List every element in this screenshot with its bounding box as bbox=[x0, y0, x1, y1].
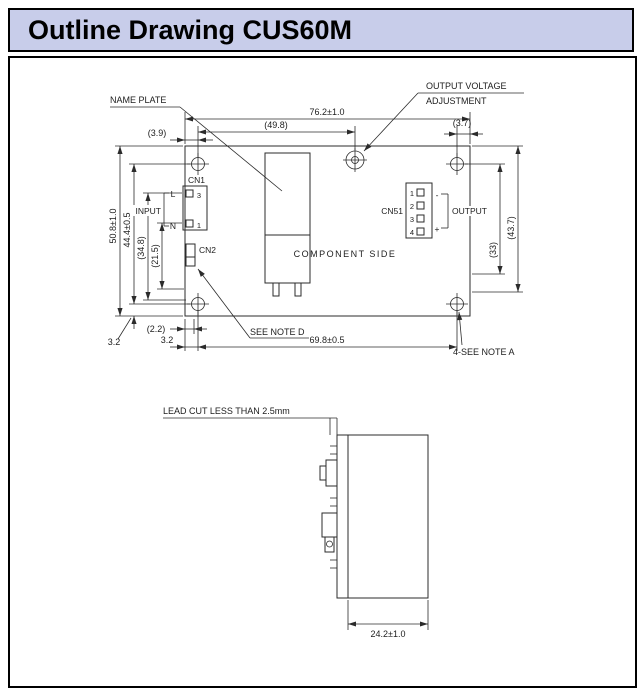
dim-hole-offset-vertical bbox=[117, 316, 137, 340]
dim-34-8-text: (34.8) bbox=[136, 236, 146, 260]
cn51-pin3-label: 3 bbox=[410, 215, 414, 224]
cn51-pin2-label: 2 bbox=[410, 202, 414, 211]
side-view: LEAD CUT LESS THAN 2.5mm 24.2±1.0 bbox=[163, 406, 429, 639]
dim-hole-offset-h-text: 3.2 bbox=[161, 335, 174, 345]
dim-right-33-text: (33) bbox=[488, 242, 498, 258]
lead-cut-leader bbox=[163, 417, 338, 435]
pcb-outline bbox=[184, 145, 471, 317]
input-n-label: N bbox=[170, 221, 176, 231]
dim-right-33 bbox=[465, 163, 505, 275]
cn51-connector bbox=[405, 182, 433, 239]
drawing-panel: NAME PLATE OUTPUT VOLTAGE ADJUSTMENT 76.… bbox=[8, 56, 637, 688]
dim-right-43-7-text: (43.7) bbox=[506, 216, 516, 240]
dim-pot-position-text: (49.8) bbox=[264, 120, 288, 130]
see-note-d-label: SEE NOTE D bbox=[250, 327, 305, 337]
title-bar: Outline Drawing CUS60M bbox=[8, 8, 634, 52]
dim-board-width-text: 76.2±1.0 bbox=[310, 107, 345, 117]
output-bracket bbox=[441, 193, 449, 229]
cn1-pin-top-label: 3 bbox=[197, 191, 201, 200]
component-side-label: COMPONENT SIDE bbox=[294, 249, 397, 259]
side-faston-tab bbox=[321, 512, 338, 553]
dim-left-offset-text: (3.9) bbox=[148, 128, 167, 138]
dim-board-height bbox=[115, 145, 183, 317]
dim-right-offset bbox=[444, 126, 483, 157]
cn51-label: CN51 bbox=[381, 206, 403, 216]
output-label: OUTPUT bbox=[452, 206, 487, 216]
dim-board-width bbox=[184, 112, 471, 144]
dim-cn2-offset bbox=[170, 319, 207, 351]
lead-cut-label: LEAD CUT LESS THAN 2.5mm bbox=[163, 406, 290, 416]
see-note-a-leader bbox=[457, 311, 463, 346]
cn1-label: CN1 bbox=[188, 175, 205, 185]
cn1-pin-bottom-label: 1 bbox=[197, 221, 201, 230]
output-minus-label: - bbox=[436, 190, 439, 200]
dim-right-offset-text: (3.7) bbox=[453, 118, 472, 128]
dim-body-depth-text: 24.2±1.0 bbox=[371, 629, 406, 639]
cn51-pin1-label: 1 bbox=[410, 189, 414, 198]
cn2-connector bbox=[185, 243, 196, 267]
cn2-label: CN2 bbox=[199, 245, 216, 255]
see-note-a-label: 4-SEE NOTE A bbox=[453, 347, 515, 357]
dim-body-depth bbox=[347, 600, 429, 630]
name-plate-label: NAME PLATE bbox=[110, 95, 166, 105]
output-label-backing bbox=[450, 206, 494, 216]
lead-stubs bbox=[330, 445, 337, 569]
dim-right-43-7 bbox=[472, 145, 523, 293]
dim-board-height-text: 50.8±1.0 bbox=[108, 209, 118, 244]
output-plus-label: + bbox=[435, 224, 440, 234]
cn51-pin4-label: 4 bbox=[410, 228, 414, 237]
outline-drawing: NAME PLATE OUTPUT VOLTAGE ADJUSTMENT 76.… bbox=[108, 81, 524, 639]
output-voltage-label: OUTPUT VOLTAGE bbox=[426, 81, 507, 91]
side-body bbox=[336, 434, 429, 599]
cn1-connector bbox=[182, 185, 208, 231]
input-label-backing bbox=[128, 205, 163, 216]
dim-21-5-text: (21.5) bbox=[150, 244, 160, 268]
input-label: INPUT bbox=[136, 206, 162, 216]
top-view: NAME PLATE OUTPUT VOLTAGE ADJUSTMENT 76.… bbox=[108, 81, 524, 357]
input-bracket bbox=[163, 192, 169, 227]
voltage-adjust-pot bbox=[343, 148, 367, 172]
dim-hole-span-horizontal-text: 69.8±0.5 bbox=[310, 335, 345, 345]
dim-hole-offset-v-text: 3.2 bbox=[108, 337, 121, 347]
voltage-adjust-leader bbox=[363, 92, 524, 152]
transformer-block bbox=[264, 152, 311, 297]
dim-21-5 bbox=[157, 222, 184, 290]
dim-hole-span-horizontal bbox=[170, 310, 458, 351]
page-title: Outline Drawing CUS60M bbox=[28, 14, 353, 45]
side-connector bbox=[319, 459, 338, 487]
see-note-d-leader bbox=[197, 268, 309, 339]
dim-hole-span-vertical bbox=[129, 163, 190, 305]
dim-cn2-offset-text: (2.2) bbox=[147, 324, 166, 334]
name-plate-leader bbox=[110, 106, 283, 192]
dim-hole-span-vertical-text: 44.4±0.5 bbox=[122, 213, 132, 248]
input-l-label: L bbox=[171, 189, 176, 199]
adjustment-label: ADJUSTMENT bbox=[426, 96, 487, 106]
